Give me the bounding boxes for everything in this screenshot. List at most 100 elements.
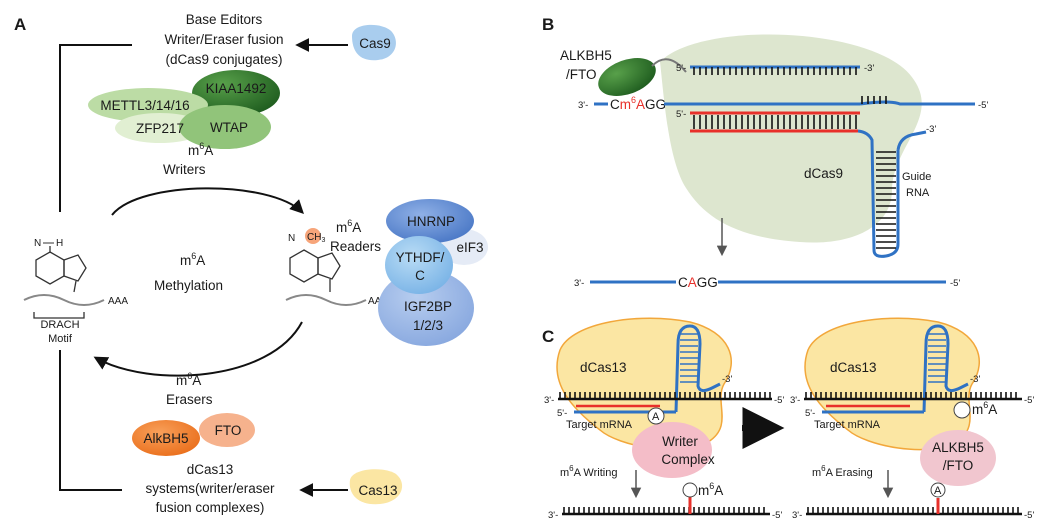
wtap-label: WTAP bbox=[210, 120, 248, 135]
c-left-out-ticks bbox=[563, 507, 765, 514]
aaa-left: AAA bbox=[108, 296, 128, 307]
writer-complex-line2: Complex bbox=[661, 452, 715, 467]
panel-a: A Base Editors Writer/Eraser fusion (dCa… bbox=[14, 12, 488, 515]
guide-rna-line1: Guide bbox=[902, 171, 931, 183]
ythdf-protein bbox=[385, 236, 453, 294]
c-left-target-mrna: Target mRNA bbox=[566, 419, 633, 431]
methylation-m6a: m6A bbox=[180, 251, 205, 268]
readers-label: Readers bbox=[330, 239, 381, 254]
erasers-label: Erasers bbox=[166, 392, 213, 407]
purine-ring-right bbox=[289, 249, 319, 283]
guide-rna-stem bbox=[857, 129, 900, 258]
ythdf-label-1: YTHDF/ bbox=[396, 250, 445, 265]
product-3: 3'- bbox=[574, 278, 584, 289]
drach-line1: DRACH bbox=[40, 319, 79, 331]
c-right-guide-3: -3' bbox=[970, 374, 980, 385]
top-strand-5: 5'- bbox=[676, 63, 686, 74]
dcas13-right-label: dCas13 bbox=[830, 360, 877, 375]
target-strand-3: 3'- bbox=[578, 100, 588, 111]
c-right-guide-5: 5'- bbox=[805, 408, 815, 419]
writers-label: Writers bbox=[163, 162, 206, 177]
igf2bp-label-1: IGF2BP bbox=[404, 299, 452, 314]
written-m6a-label: m6A bbox=[698, 481, 723, 498]
c-right-out-ticks bbox=[807, 507, 1019, 514]
aaa-right: AAA bbox=[368, 296, 388, 307]
guide-strand-5: 5'- bbox=[676, 109, 686, 120]
written-m6a-circle bbox=[682, 482, 698, 498]
hnrnp-protein bbox=[386, 199, 474, 243]
drach-line2: Motif bbox=[48, 333, 73, 345]
panel-b: B ALKBH5 /FTO 5'- -3' 3'- Cm6AGG -5' 5'-… bbox=[542, 15, 988, 290]
base-editors-line1: Base Editors bbox=[186, 12, 263, 27]
eraser-line2: /FTO bbox=[943, 458, 974, 473]
cas9-blob bbox=[352, 24, 396, 61]
c-left-guide-3: -3' bbox=[722, 374, 732, 385]
eif3-label: eIF3 bbox=[456, 240, 483, 255]
product-seq-cagg: CAGG bbox=[678, 275, 718, 290]
alkbh5-protein bbox=[132, 420, 200, 456]
pam-ticks bbox=[861, 96, 887, 104]
c-left-out-5: -5' bbox=[772, 510, 782, 521]
writers-cycle-arrow bbox=[111, 187, 304, 216]
c-left-3: 3'- bbox=[544, 395, 554, 406]
top-strand-ticks bbox=[693, 67, 857, 75]
panel-c: C dCas13 -3' 3'- -5' 5'- Target mRNA A W… bbox=[542, 317, 1034, 521]
erasers-m6a: m6A bbox=[176, 371, 201, 388]
c-right-m6a: m6A bbox=[972, 400, 997, 417]
c-writing: dCas13 -3' 3'- -5' 5'- Target mRNA A Wri… bbox=[544, 317, 784, 521]
methyl-group bbox=[305, 228, 321, 244]
dcas13-line1: dCas13 bbox=[187, 462, 234, 477]
base-editors-line3: (dCas9 conjugates) bbox=[165, 52, 282, 67]
panel-c-letter: C bbox=[542, 327, 554, 346]
fto-label: FTO bbox=[215, 423, 242, 438]
c-right-target-mrna: Target mRNA bbox=[814, 419, 881, 431]
methyl-label: CH3 bbox=[307, 232, 325, 244]
c-right-5: -5' bbox=[1024, 395, 1034, 406]
guide-stem-ticks bbox=[876, 151, 896, 249]
ythdf-label-2: C bbox=[415, 268, 425, 283]
kiaa1492-protein bbox=[192, 70, 280, 116]
adenine-left: N H AAA DRACH Motif bbox=[23, 238, 128, 345]
dcas13-line3: fusion complexes) bbox=[156, 500, 265, 515]
drach-bracket bbox=[33, 312, 85, 319]
c-left-guide-5: 5'- bbox=[557, 408, 567, 419]
target-seq-cm6agg: Cm6AGG bbox=[610, 95, 666, 112]
readers-m6a: m6A bbox=[336, 218, 361, 235]
c-left-a-circle bbox=[647, 407, 665, 425]
alkbh5-fto-b-protein bbox=[598, 58, 656, 96]
purine-ring-left bbox=[35, 251, 65, 285]
cas9-label: Cas9 bbox=[359, 36, 391, 51]
top-feedback-line bbox=[59, 44, 132, 212]
amine-left-n: N bbox=[34, 238, 41, 249]
c-right-out-3: 3'- bbox=[792, 510, 802, 521]
top-strand-3: -3' bbox=[864, 63, 874, 74]
c-left-stem-ticks bbox=[680, 333, 698, 383]
base-editors-label: Base Editors Writer/Eraser fusion (dCas9… bbox=[164, 12, 283, 67]
methylation-label: Methylation bbox=[154, 278, 223, 293]
m6a-erasing-label: m6A Erasing bbox=[812, 464, 873, 479]
writer-complex-proteins: KIAA1492 METTL3/14/16 ZFP217 WTAP bbox=[88, 70, 280, 149]
c-erasing: dCas13 -3' 3'- -5' 5'- Target mRNA m6A A… bbox=[790, 317, 1034, 521]
linker-b bbox=[651, 58, 687, 73]
writer-complex-protein bbox=[632, 422, 712, 478]
cas13-blob bbox=[349, 469, 403, 505]
reader-proteins: HNRNP eIF3 YTHDF/ C IGF2BP 1/2/3 bbox=[378, 199, 488, 346]
panel-b-letter: B bbox=[542, 15, 554, 34]
c-right-mrna-ticks bbox=[805, 392, 1017, 399]
duplex-ticks bbox=[693, 115, 857, 129]
eraser-line1: ALKBH5 bbox=[932, 440, 984, 455]
erased-a-circle bbox=[930, 482, 946, 498]
c-left-5: -5' bbox=[774, 395, 784, 406]
target-strand-5: -5' bbox=[978, 100, 988, 111]
igf2bp-label-2: 1/2/3 bbox=[413, 318, 443, 333]
dcas9-shape bbox=[660, 34, 922, 243]
alkbh5-label: AlkBH5 bbox=[143, 431, 188, 446]
fto-protein bbox=[199, 413, 255, 447]
guide-3: -3' bbox=[926, 124, 936, 135]
zfp217-label: ZFP217 bbox=[136, 121, 184, 136]
mrna-left bbox=[23, 294, 105, 306]
alkbh5-fto-b-line1: ALKBH5 bbox=[560, 48, 612, 63]
wtap-protein bbox=[179, 105, 271, 149]
base-editors-line2: Writer/Eraser fusion bbox=[164, 32, 283, 47]
